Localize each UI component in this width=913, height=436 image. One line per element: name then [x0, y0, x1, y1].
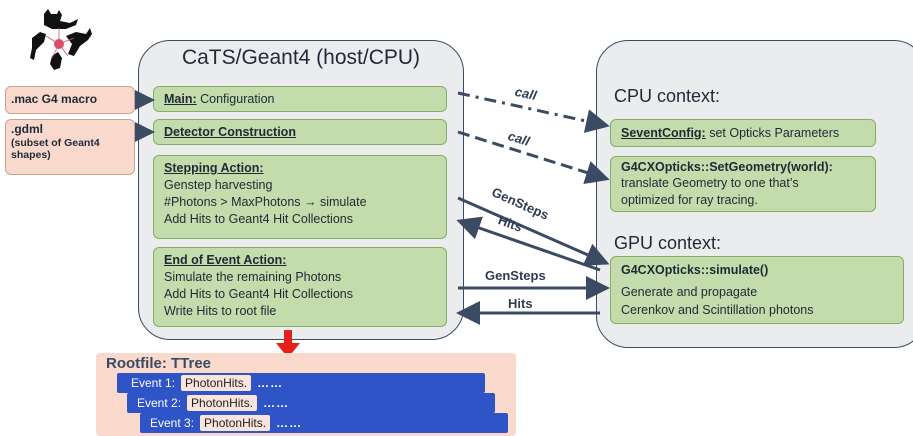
event-dots: …… — [257, 376, 284, 390]
gensteps-label-2: GenSteps — [485, 268, 546, 283]
simulate-line: Cerenkov and Scintillation photons — [621, 303, 814, 318]
detector-construction-box: Detector Construction — [153, 119, 447, 145]
stepping-line: Add Hits to Geant4 Hit Collections — [164, 211, 353, 226]
event-row: Event 2: PhotonHits. …… — [127, 393, 495, 413]
mac-macro-input-box: .mac G4 macro — [5, 86, 135, 114]
arrow-hits-1 — [456, 216, 601, 272]
sevent-text: set Opticks Parameters — [705, 125, 840, 140]
set-geometry-box: G4CXOpticks::SetGeometry(world): transla… — [610, 156, 876, 212]
main-heading: Main: — [164, 92, 197, 106]
simulate-line: Generate and propagate — [621, 285, 758, 300]
event-row: Event 3: PhotonHits. …… — [140, 413, 508, 433]
event-dots: …… — [276, 416, 303, 430]
sevent-config-box: SeventConfig: set Opticks Parameters — [610, 119, 876, 147]
hits-label-2: Hits — [508, 296, 533, 311]
arrow-call-2 — [457, 130, 610, 185]
event-label: Event 1: — [131, 376, 176, 390]
set-geometry-heading: G4CXOpticks::SetGeometry(world): — [621, 160, 833, 174]
gdml-input-box: .gdml (subset of Geant4 shapes) — [5, 119, 135, 175]
mac-macro-label: .mac G4 macro — [11, 92, 98, 107]
cats-logo-icon — [22, 8, 102, 80]
event-field: PhotonHits. — [187, 395, 258, 411]
event-dots: …… — [263, 396, 290, 410]
end-event-line: Add Hits to Geant4 Hit Collections — [164, 286, 353, 301]
stepping-line: #Photons > MaxPhotons → simulate — [164, 194, 367, 209]
red-arrow-head — [276, 343, 300, 358]
arrow-gensteps-1 — [457, 196, 610, 266]
red-arrow-shaft — [284, 330, 292, 344]
set-geometry-line: translate Geometry to one that’s — [621, 176, 799, 191]
event-row: Event 1: PhotonHits. …… — [117, 373, 485, 393]
cpu-context-title: CPU context: — [614, 86, 721, 106]
host-title: CaTS/Geant4 (host/CPU) — [181, 46, 421, 69]
end-event-line: Simulate the remaining Photons — [164, 269, 342, 284]
end-event-heading: End of Event Action: — [164, 253, 287, 267]
main-configuration-box: Main: Configuration — [153, 86, 447, 112]
gdml-label: .gdml — [11, 122, 43, 136]
detector-heading: Detector Construction — [164, 125, 296, 139]
end-event-line: Write Hits to root file — [164, 303, 277, 318]
simulate-heading: G4CXOpticks::simulate() — [621, 263, 769, 277]
main-text: Configuration — [196, 92, 275, 106]
stepping-line: Genstep harvesting — [164, 177, 273, 192]
end-of-event-action-box: End of Event Action: Simulate the remain… — [153, 247, 447, 327]
rootfile-title: Rootfile: TTree — [106, 355, 212, 372]
sevent-heading: SeventConfig: — [621, 125, 706, 140]
event-label: Event 2: — [137, 396, 182, 410]
event-field: PhotonHits. — [181, 375, 252, 391]
simulate-box: G4CXOpticks::simulate() Generate and pro… — [610, 256, 904, 324]
stepping-heading: Stepping Action: — [164, 161, 264, 175]
event-field: PhotonHits. — [200, 415, 271, 431]
gpu-context-title: GPU context: — [614, 233, 722, 253]
arrow-call-1 — [457, 91, 610, 133]
gdml-sublabel: (subset of Geant4 shapes) — [11, 136, 100, 161]
stepping-action-box: Stepping Action: Genstep harvesting #Pho… — [153, 155, 447, 239]
set-geometry-line: optimized for ray tracing. — [621, 192, 758, 207]
event-label: Event 3: — [150, 416, 195, 430]
